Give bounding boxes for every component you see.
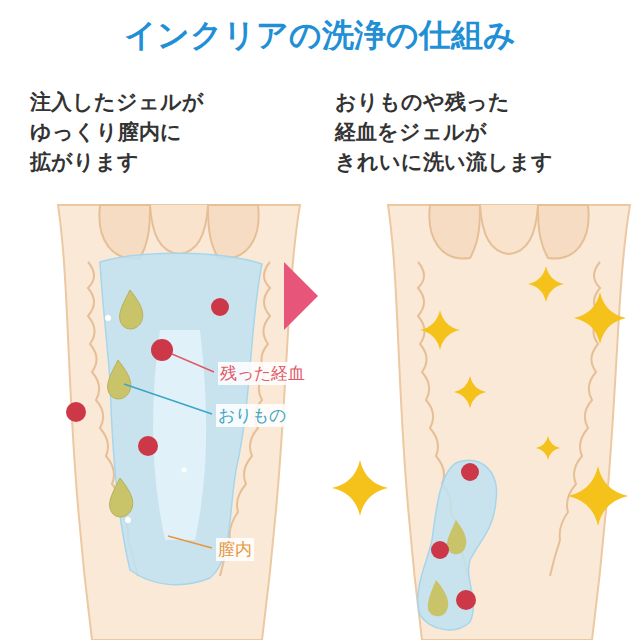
sparkle [568, 466, 628, 526]
sparkle [574, 292, 626, 344]
callout-label: 膣内 [216, 538, 254, 561]
body-outline [58, 205, 300, 640]
leader-line [124, 384, 212, 414]
sparkle [454, 376, 486, 408]
menstrual-blood-dots [431, 463, 479, 610]
discharge-drop [428, 580, 448, 616]
discharge-drops [108, 290, 143, 517]
caption: おりものや残った 経血をジェルが きれいに洗い流します [335, 88, 625, 177]
leader-line [172, 354, 214, 372]
sparkle [536, 436, 560, 460]
discharge-drop [447, 520, 467, 554]
gel-core [153, 330, 206, 540]
sparkles [332, 266, 628, 526]
body-outline [388, 205, 630, 640]
leader-line [168, 536, 212, 548]
sparkle [332, 460, 388, 516]
callout-label: おりもの [216, 404, 288, 427]
step-arrow [284, 262, 318, 330]
menstrual-blood-dots [66, 298, 229, 456]
bubbles [105, 315, 187, 523]
callout-label: 残った経血 [218, 362, 307, 385]
caption: 注入したジェルが ゆっくり膣内に 拡がります [30, 88, 260, 177]
title: インクリアの洗浄の仕組み [0, 14, 640, 58]
sparkle [528, 266, 564, 302]
sparkle [420, 310, 460, 350]
gel [418, 460, 497, 630]
